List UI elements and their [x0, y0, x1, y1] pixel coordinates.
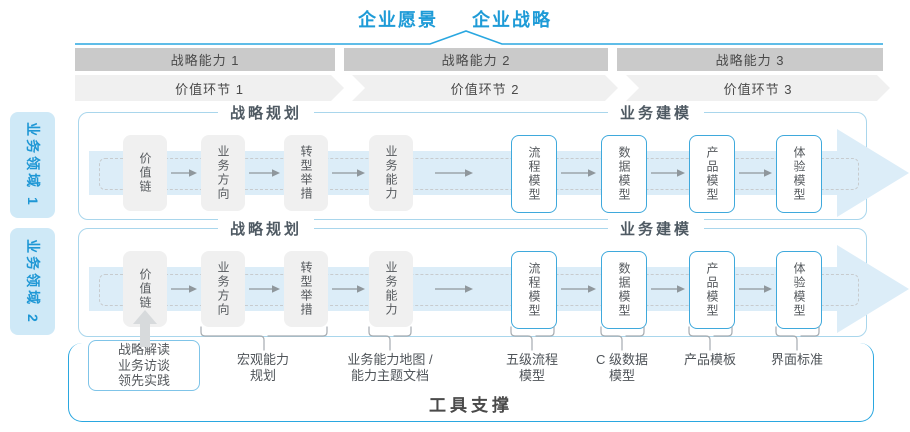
value-chain-box: 价值链: [123, 135, 167, 211]
deliverable-line: 能力主题文档: [350, 368, 429, 383]
dashed-track: [99, 274, 859, 306]
flow-arrow-icon: [561, 285, 596, 293]
experience-model-label: 体验模型: [792, 146, 806, 202]
flow-arrow-icon: [171, 169, 197, 177]
deliverable-line: 模型: [608, 368, 635, 383]
deliverable-c-level-data-model: C 级数据 模型: [542, 352, 702, 384]
callout-line-2: 业务访谈: [117, 357, 170, 373]
strategic-capability-1-label: 战略能力 1: [170, 53, 240, 68]
strategy-planning-header: 战略规划: [217, 102, 315, 123]
product-model-box: 产品模型: [689, 251, 735, 329]
business-modeling-header: 业务建模: [607, 102, 705, 123]
flow-arrow-icon: [651, 285, 685, 293]
callout-line-1: 战略解读: [117, 342, 170, 358]
business-capability-label: 业务能力: [384, 145, 398, 201]
diagram-title: 企业愿景 企业战略: [0, 6, 910, 32]
dashed-track: [99, 158, 859, 190]
business-capability-box: 业务能力: [369, 135, 413, 211]
business-direction-label: 业务方向: [216, 145, 230, 201]
process-model-box: 流程模型: [511, 135, 557, 213]
value-link-chevron-1: 价值环节 1: [75, 75, 344, 101]
business-domain-2-text: 业务领域 2: [24, 238, 41, 325]
deliverable-level5-process-model: 五级流程 模型: [452, 352, 612, 384]
enterprise-vision-title: 企业愿景: [358, 10, 438, 30]
deliverable-line: 界面标准: [770, 352, 823, 367]
process-model-label: 流程模型: [527, 146, 541, 202]
transformation-initiatives-box: 转型举措: [284, 251, 328, 327]
flow-arrow-icon: [435, 169, 473, 177]
experience-model-box: 体验模型: [776, 251, 822, 329]
deliverable-line: 业务能力地图 /: [347, 352, 433, 367]
value-chain-label: 价值链: [138, 152, 152, 194]
deliverable-line: 宏观能力: [236, 352, 289, 367]
callout-line-3: 领先实践: [117, 373, 170, 389]
product-model-box: 产品模型: [689, 135, 735, 213]
process-model-box: 流程模型: [511, 251, 557, 329]
deliverable-line: 产品模板: [683, 352, 736, 367]
business-domain-2-label: 业务领域 2: [10, 228, 55, 335]
flow-arrow-icon: [171, 285, 197, 293]
deliverable-ui-standard: 界面标准: [717, 352, 877, 368]
value-chain-label: 价值链: [138, 268, 152, 310]
business-direction-box: 业务方向: [201, 135, 245, 211]
business-capability-box: 业务能力: [369, 251, 413, 327]
transformation-initiatives-label: 转型举措: [299, 261, 313, 317]
deliverable-capability-map-docs: 业务能力地图 / 能力主题文档: [310, 352, 470, 384]
business-domain-1-text: 业务领域 1: [24, 122, 41, 208]
tool-support-container: 工具支撑: [68, 343, 874, 422]
product-model-label: 产品模型: [705, 262, 719, 318]
deliverable-macro-capability-planning: 宏观能力 规划: [183, 352, 343, 384]
product-model-label: 产品模型: [705, 146, 719, 202]
business-direction-box: 业务方向: [201, 251, 245, 327]
strategy-inputs-callout: 战略解读 业务访谈 领先实践: [88, 340, 200, 391]
deliverable-line: C 级数据: [595, 352, 648, 367]
business-capability-label: 业务能力: [384, 261, 398, 317]
deliverable-line: 五级流程: [505, 352, 558, 367]
flow-arrow-icon: [249, 169, 280, 177]
flow-arrow-icon: [561, 169, 596, 177]
deliverable-line: 模型: [518, 368, 545, 383]
transformation-initiatives-label: 转型举措: [299, 145, 313, 201]
business-domain-1-panel: 战略规划 业务建模 价值链 业务方向 转型举措 业务能力 流程模型 数据模型 产…: [78, 102, 909, 220]
strategic-capability-3-label: 战略能力 3: [715, 53, 785, 68]
value-link-2-label: 价值环节 2: [450, 81, 520, 97]
tool-support-title: 工具支撑: [429, 396, 513, 415]
value-link-chevron-2: 价值环节 2: [352, 75, 618, 101]
strategic-capability-2-label: 战略能力 2: [441, 53, 511, 68]
flow-arrow-icon: [739, 169, 772, 177]
data-model-label: 数据模型: [617, 262, 631, 318]
value-chain-box: 价值链: [123, 251, 167, 327]
business-modeling-header: 业务建模: [607, 218, 705, 239]
experience-model-label: 体验模型: [792, 262, 806, 318]
strategic-capability-bar-3: 战略能力 3: [617, 48, 883, 71]
data-model-box: 数据模型: [601, 251, 647, 329]
experience-model-box: 体验模型: [776, 135, 822, 213]
deliverable-product-template: 产品模板: [630, 352, 790, 368]
value-link-3-label: 价值环节 3: [723, 81, 793, 97]
value-link-1-label: 价值环节 1: [175, 81, 244, 97]
flow-arrow-icon: [739, 285, 772, 293]
data-model-box: 数据模型: [601, 135, 647, 213]
business-domain-2-panel: 战略规划 业务建模 价值链 业务方向 转型举措 业务能力 流程模型 数据模型 产…: [78, 218, 909, 337]
process-model-label: 流程模型: [527, 262, 541, 318]
flow-arrow-icon: [332, 169, 365, 177]
strategic-capability-bar-1: 战略能力 1: [75, 48, 335, 71]
vision-peak-line: [75, 30, 883, 45]
enterprise-strategy-title: 企业战略: [472, 10, 552, 30]
flow-arrow-icon: [651, 169, 685, 177]
business-domain-1-label: 业务领域 1: [10, 112, 55, 218]
flow-arrow-icon: [249, 285, 280, 293]
flow-arrow-icon: [435, 285, 473, 293]
deliverable-line: 规划: [249, 368, 276, 383]
strategic-capability-bar-2: 战略能力 2: [344, 48, 608, 71]
strategy-planning-header: 战略规划: [217, 218, 315, 239]
business-direction-label: 业务方向: [216, 261, 230, 317]
value-link-chevron-3: 价值环节 3: [626, 75, 890, 101]
data-model-label: 数据模型: [617, 146, 631, 202]
flow-arrow-icon: [332, 285, 365, 293]
transformation-initiatives-box: 转型举措: [284, 135, 328, 211]
